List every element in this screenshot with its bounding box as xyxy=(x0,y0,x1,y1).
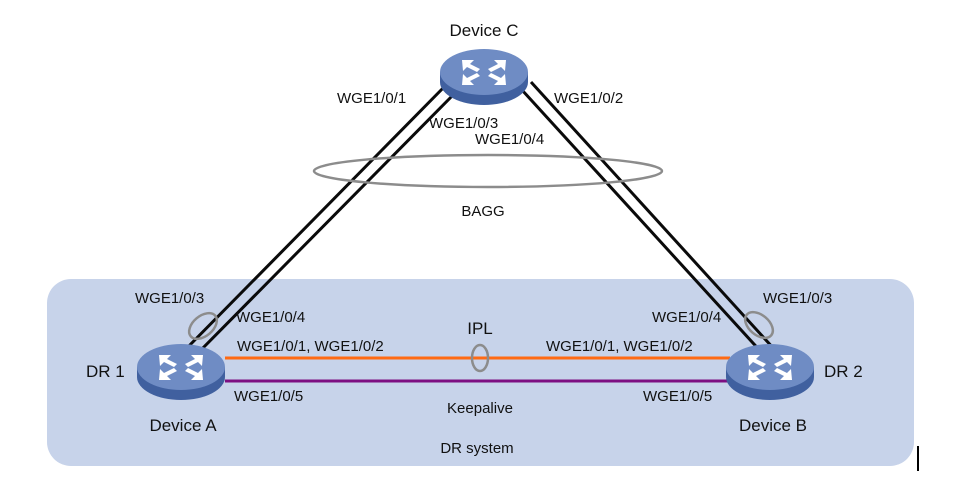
dr-system-label: DR system xyxy=(440,440,513,457)
device-b-switch[interactable] xyxy=(726,344,814,400)
dr2-role-label: DR 2 xyxy=(824,362,863,381)
port-label-b-wge1-0-4: WGE1/0/4 xyxy=(652,309,721,326)
link-a-c-2 xyxy=(193,88,460,358)
dr1-role-label: DR 1 xyxy=(86,362,125,381)
switch-arrows-icon xyxy=(748,355,792,380)
port-label-c-wge1-0-1: WGE1/0/1 xyxy=(337,90,406,107)
port-label-b-keepalive: WGE1/0/5 xyxy=(643,388,712,405)
port-label-a-wge1-0-4: WGE1/0/4 xyxy=(236,309,305,326)
link-b-c-1 xyxy=(529,80,777,352)
port-label-c-wge1-0-3: WGE1/0/3 xyxy=(429,115,498,132)
ipl-label: IPL xyxy=(467,319,493,338)
bagg-aggregation-ring xyxy=(312,153,664,189)
dr-system-area xyxy=(47,279,914,466)
port-label-a-ipl: WGE1/0/1, WGE1/0/2 xyxy=(237,338,384,355)
device-a-switch[interactable] xyxy=(137,344,225,400)
port-label-a-keepalive: WGE1/0/5 xyxy=(234,388,303,405)
bagg-label: BAGG xyxy=(461,203,504,220)
aggregation-ring-device-b xyxy=(743,310,775,340)
device-a-top xyxy=(137,344,225,390)
keepalive-label: Keepalive xyxy=(447,400,513,417)
port-label-b-wge1-0-3: WGE1/0/3 xyxy=(763,290,832,307)
port-label-c-wge1-0-2: WGE1/0/2 xyxy=(554,90,623,107)
device-c-top xyxy=(440,49,528,95)
switch-arrows-icon xyxy=(462,60,506,85)
switch-arrows-icon xyxy=(159,355,203,380)
port-label-a-wge1-0-3: WGE1/0/3 xyxy=(135,290,204,307)
device-a-label: Device A xyxy=(149,416,217,435)
port-label-c-wge1-0-4: WGE1/0/4 xyxy=(475,131,544,148)
aggregation-ring-device-a xyxy=(187,311,219,341)
uplink-a-to-c xyxy=(181,80,460,358)
device-b-label: Device B xyxy=(739,416,807,435)
device-c-label: Device C xyxy=(450,21,519,40)
text-cursor xyxy=(917,446,919,471)
device-b-top xyxy=(726,344,814,390)
link-a-c-1 xyxy=(181,80,451,354)
ipl-aggregation-ring xyxy=(470,343,490,373)
port-label-b-ipl: WGE1/0/1, WGE1/0/2 xyxy=(546,338,693,355)
device-c-switch[interactable] xyxy=(440,49,528,105)
uplink-b-to-c xyxy=(520,80,777,356)
link-b-c-2 xyxy=(520,88,765,356)
